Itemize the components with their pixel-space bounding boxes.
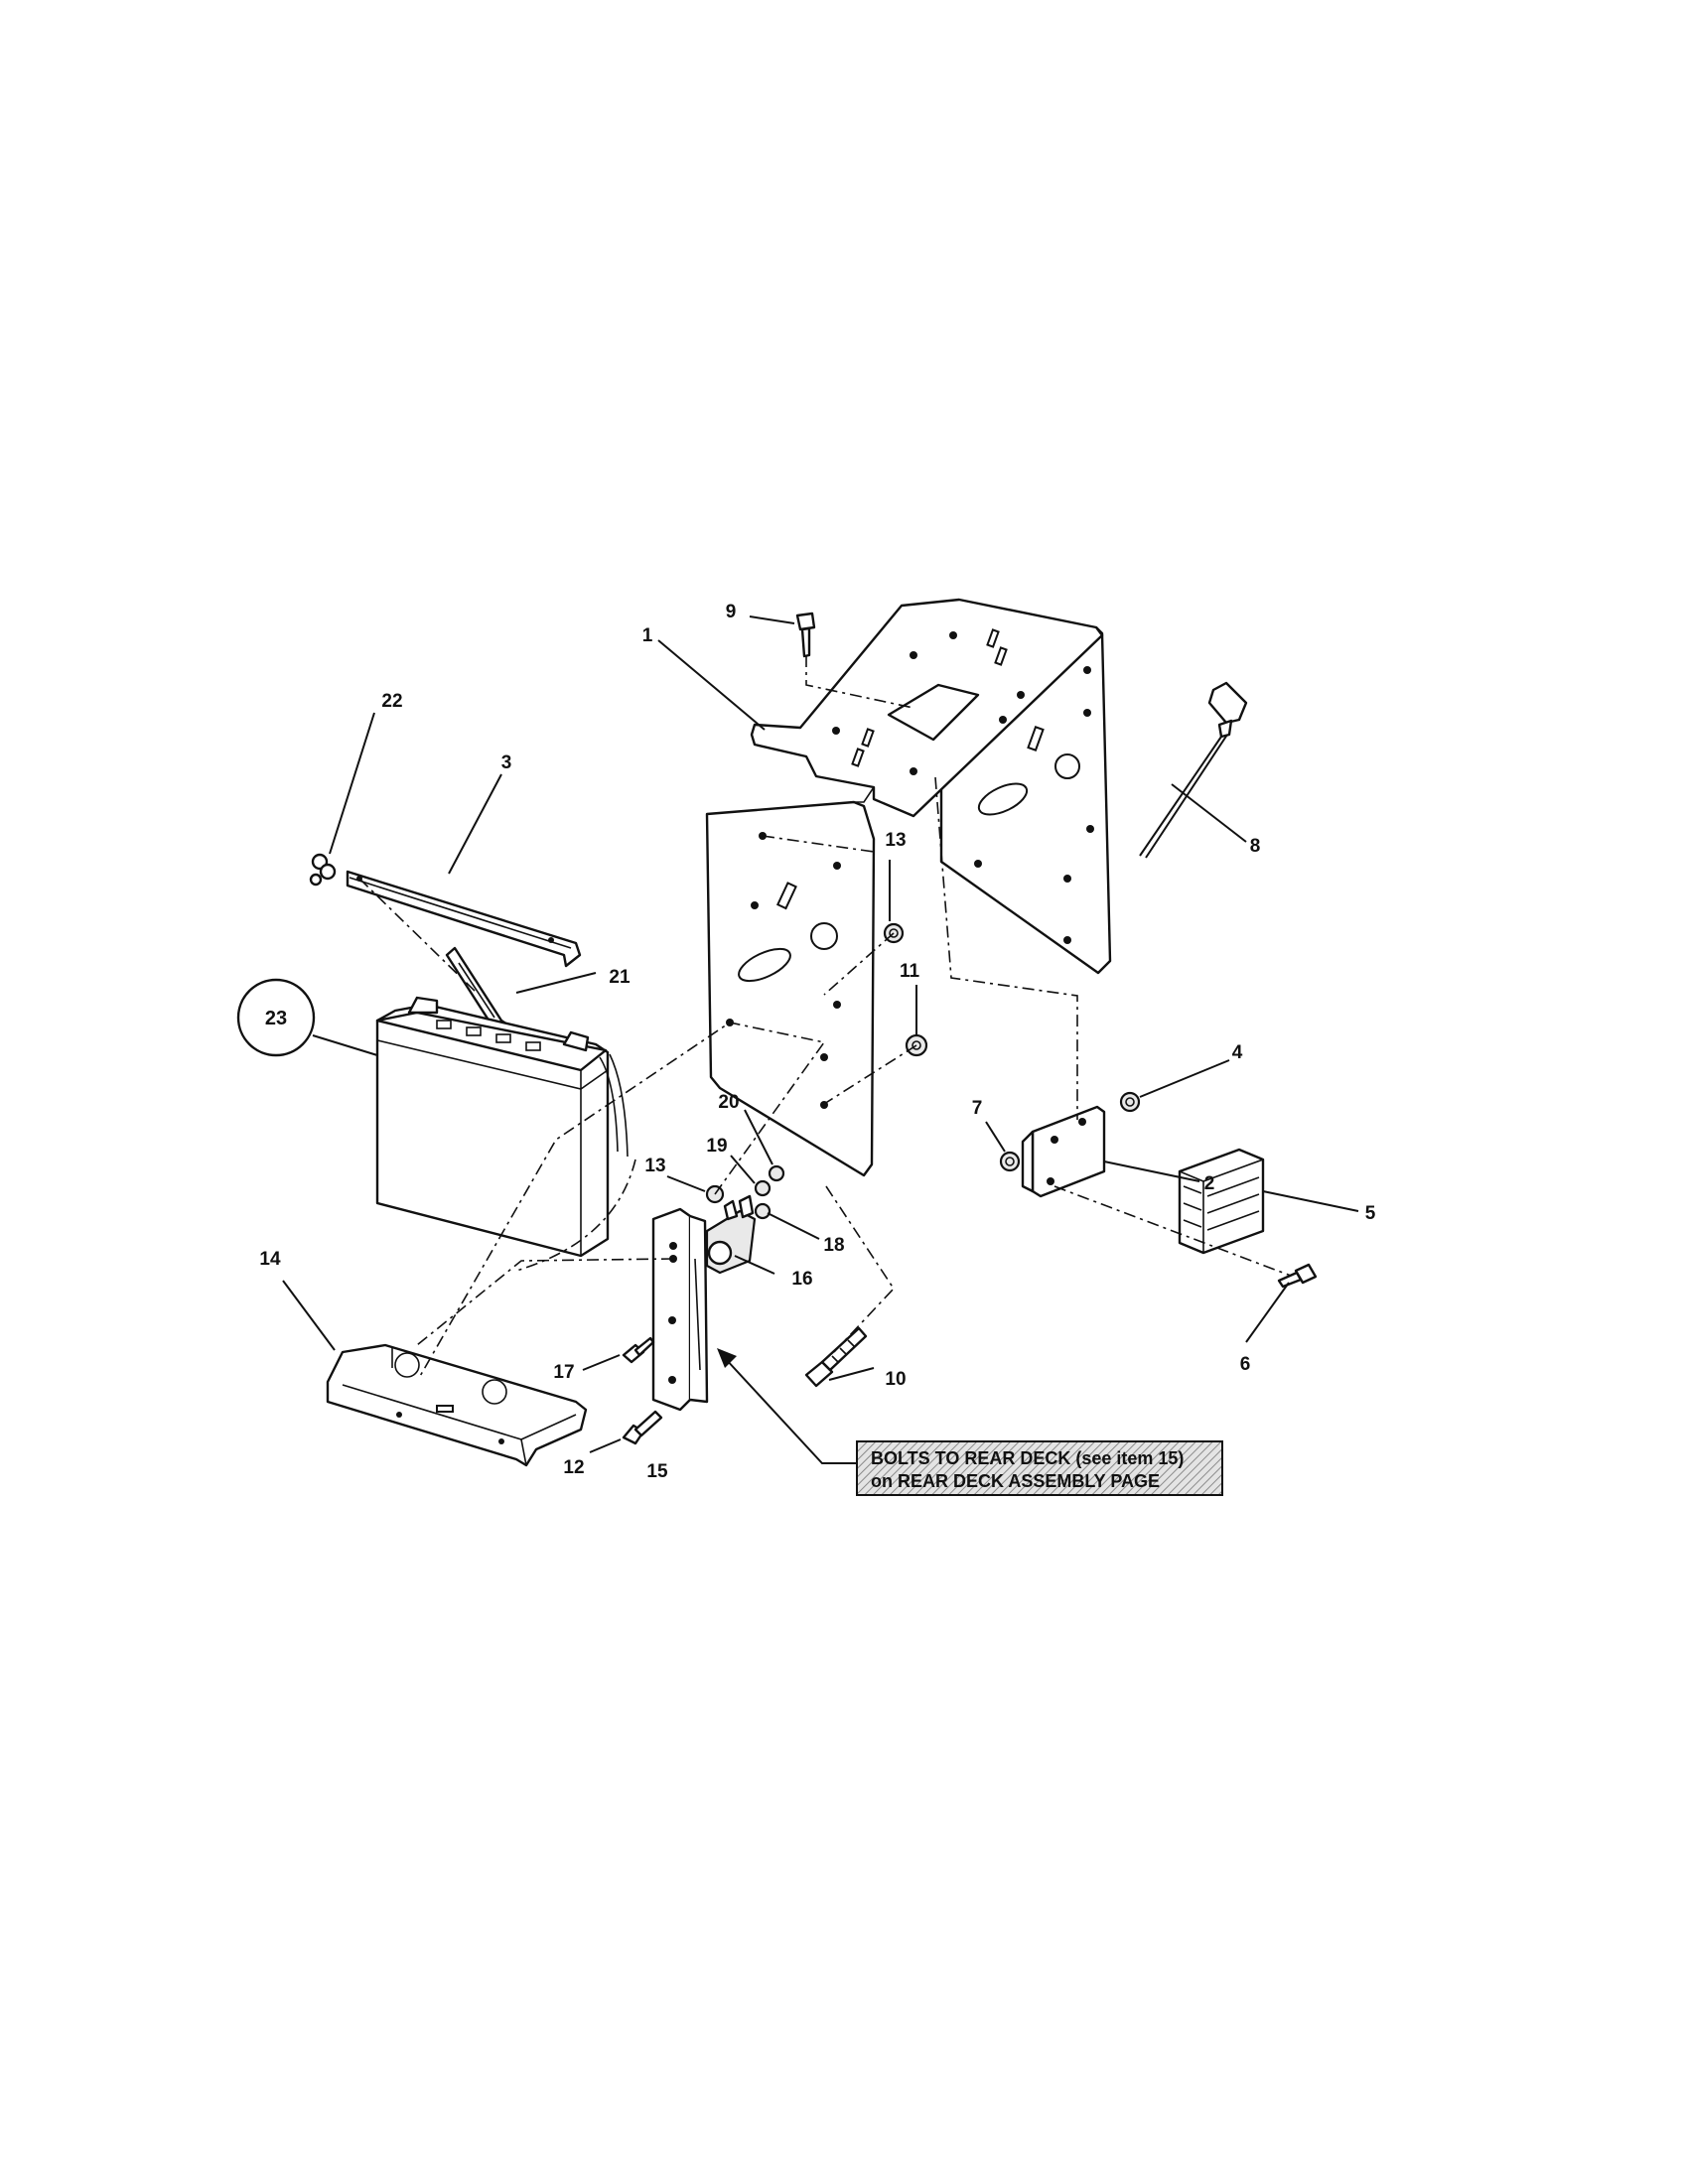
callout-11: 11 xyxy=(900,961,920,982)
solenoid xyxy=(705,1194,757,1275)
callout-15: 15 xyxy=(646,1461,668,1482)
callout-17: 17 xyxy=(553,1362,574,1383)
dipstick xyxy=(1139,681,1248,859)
callout-16: 16 xyxy=(791,1269,812,1290)
assembly-lines xyxy=(358,655,1292,1379)
note-box: BOLTS TO REAR DECK (see item 15) on REAR… xyxy=(856,1440,1223,1496)
regulator-bracket xyxy=(1021,1105,1106,1198)
callout-19: 19 xyxy=(706,1136,727,1157)
frame-bracket xyxy=(705,598,1112,1177)
long-bolt xyxy=(804,1326,868,1388)
callout-labels: 1 2 3 4 5 6 7 8 9 10 11 12 13 13 14 15 1… xyxy=(236,602,1376,1482)
callout-12: 12 xyxy=(563,1457,584,1478)
mount-bracket xyxy=(651,1207,709,1412)
callout-13a: 13 xyxy=(885,830,906,851)
note-line-1: BOLTS TO REAR DECK (see item 15) xyxy=(871,1448,1184,1468)
callout-3: 3 xyxy=(501,752,512,773)
callout-23: 23 xyxy=(265,1008,287,1029)
callout-4: 4 xyxy=(1232,1042,1243,1063)
callout-9: 9 xyxy=(726,602,737,622)
callout-22: 22 xyxy=(381,691,402,712)
battery-tray xyxy=(326,1343,588,1467)
leader-lines xyxy=(282,615,1359,1464)
battery xyxy=(375,996,629,1258)
regulator-screw xyxy=(1277,1263,1318,1289)
callout-8: 8 xyxy=(1250,836,1261,857)
callout-2: 2 xyxy=(1204,1173,1215,1194)
callout-20: 20 xyxy=(718,1092,739,1113)
callout-10: 10 xyxy=(885,1369,906,1390)
callout-5: 5 xyxy=(1365,1203,1376,1224)
note-line-2: on REAR DECK ASSEMBLY PAGE xyxy=(871,1471,1160,1491)
callout-7: 7 xyxy=(972,1098,983,1119)
callout-6: 6 xyxy=(1240,1354,1251,1375)
small-bolts xyxy=(622,1336,663,1445)
callout-14: 14 xyxy=(259,1249,281,1270)
callout-21: 21 xyxy=(609,967,631,988)
callout-18: 18 xyxy=(823,1235,844,1256)
frame-nuts xyxy=(883,922,928,1057)
callout-23-circle xyxy=(236,978,316,1057)
hold-down-bar xyxy=(346,870,582,968)
callout-13b: 13 xyxy=(644,1156,665,1176)
bracket-nuts xyxy=(999,1091,1141,1172)
callout-1: 1 xyxy=(642,625,653,646)
rod-nut xyxy=(309,853,337,887)
top-bolt xyxy=(795,612,816,658)
voltage-regulator xyxy=(1178,1148,1265,1255)
